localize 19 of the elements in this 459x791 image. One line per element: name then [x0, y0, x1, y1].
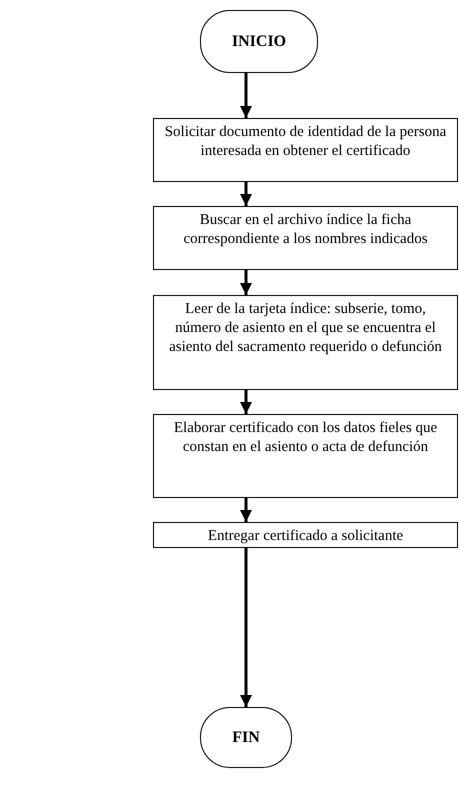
step-text: Solicitar documento de identidad de la persona interesada en obtener el certificado	[164, 124, 446, 159]
step-text: FIN	[232, 728, 260, 747]
arrow	[240, 73, 252, 118]
step-text: Buscar en el archivo índice la ficha correspondiente a los nombres indicados	[183, 212, 428, 247]
step-text: Elaborar certificado con los datos fieles que constan en el asiento o acta de defunción	[174, 420, 438, 455]
process-box	[153, 414, 458, 498]
process-box	[153, 118, 458, 182]
arrow	[240, 182, 252, 206]
arrow	[240, 548, 252, 707]
step-text: Entregar certificado a solicitante	[208, 528, 404, 544]
terminal-shape	[200, 10, 318, 73]
process-box	[153, 206, 458, 270]
process-box	[153, 522, 458, 548]
process-box	[153, 295, 458, 390]
step-text: Leer de la tarjeta índice: subserie, tomo, número de asiento en el que se encuentra el asiento del sacramento requerido o defunción	[169, 301, 442, 355]
arrow	[240, 270, 252, 295]
arrow	[240, 498, 252, 522]
step-text: INICIO	[232, 32, 286, 51]
arrow	[240, 390, 252, 414]
